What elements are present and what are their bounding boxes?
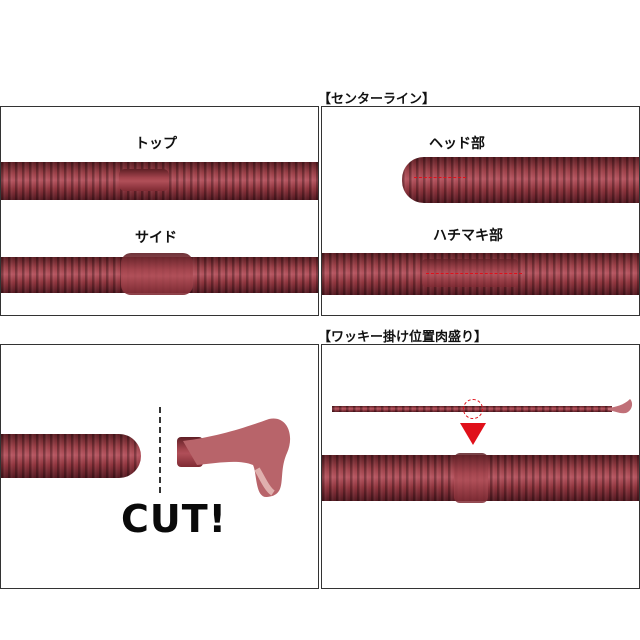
panel-head-band: ヘッド部 ハチマキ部 xyxy=(321,106,640,316)
panel-cut: CUT! xyxy=(0,344,319,589)
worm-head-view xyxy=(402,157,639,203)
band-label: ハチマキ部 xyxy=(433,228,503,244)
wacky-bulge xyxy=(454,453,488,503)
cut-text: CUT! xyxy=(121,497,227,541)
head-marker-line xyxy=(414,177,466,178)
worm-full-tail xyxy=(608,399,633,414)
worm-tail-piece xyxy=(183,418,291,498)
panel-wacky xyxy=(321,344,640,589)
centerline-section-label: 【センターライン】 xyxy=(318,92,436,107)
top-label: トップ xyxy=(135,136,177,152)
wacky-position-circle xyxy=(463,399,483,419)
side-label: サイド xyxy=(135,230,177,246)
down-arrow-icon xyxy=(460,423,486,445)
band-marker-line xyxy=(426,273,522,274)
top-centerline-ridge xyxy=(119,169,169,191)
cut-line xyxy=(159,407,161,493)
head-label: ヘッド部 xyxy=(429,136,485,152)
worm-cut-body xyxy=(1,434,141,478)
wacky-section-label: 【ワッキー掛け位置肉盛り】 xyxy=(318,330,488,345)
side-centerline-ridge xyxy=(121,253,193,295)
panel-top-side: トップ サイド xyxy=(0,106,319,316)
